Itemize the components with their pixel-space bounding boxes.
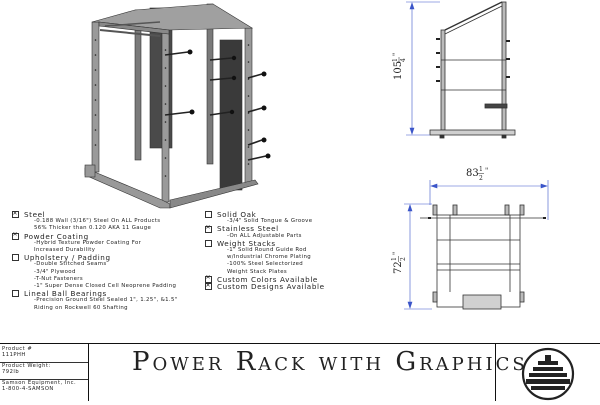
spec-line: -0.188 Wall (3/16") Steel On ALL Product…: [34, 218, 161, 225]
spec-line: Increased Durability: [34, 247, 96, 254]
title-block: Product # 111PHH Product Weight: 792lb S…: [0, 343, 600, 401]
spec-line: -100% Steel Selectorized: [227, 261, 304, 268]
spec-list-left: Steel -0.188 Wall (3/16") Steel On ALL P…: [12, 209, 202, 312]
graphics-panel-front: [219, 39, 243, 191]
product-weight-label: Product Weight:: [0, 362, 88, 369]
spec-heading: Steel: [12, 209, 202, 219]
spec-heading: Weight Stacks: [205, 240, 385, 247]
spec-heading: Solid Oak: [205, 211, 385, 218]
top-plan-view: [420, 204, 546, 310]
spec-line: -1" Super Dense Closed Cell Neoprene Pad…: [34, 283, 177, 290]
svg-text:4: 4: [400, 58, 407, 62]
width-dimension-label: 83 1 2 ": [466, 166, 488, 182]
svg-text:83: 83: [466, 168, 479, 179]
svg-text:105: 105: [393, 61, 404, 80]
svg-text:": ": [392, 53, 400, 56]
samson-logo-icon: [521, 347, 575, 401]
brand-logo: [495, 344, 600, 401]
spec-line: -1" Solid Round Guide Rod: [227, 247, 307, 254]
height-dimension-label: 105 1 4 ": [392, 53, 407, 80]
side-elevation-view: [429, 1, 516, 139]
spec-line: -On ALL Adjustable Parts: [227, 232, 302, 239]
depth-dimension: [404, 203, 432, 310]
svg-text:": ": [392, 252, 400, 255]
width-dimension: [429, 180, 549, 220]
svg-text:2: 2: [479, 175, 483, 182]
company-phone: 1-800-4-SAMSON: [2, 386, 54, 392]
spec-heading: Stainless Steel: [205, 224, 385, 233]
isometric-rack-view: [84, 3, 271, 209]
spec-line: Weight Stack Plates: [227, 268, 288, 275]
height-dimension: [406, 1, 440, 136]
product-number-value: 111PHH: [2, 352, 26, 358]
spec-line: w/Industrial Chrome Plating: [227, 254, 312, 261]
svg-text:1: 1: [392, 58, 399, 62]
checkbox-icon: [12, 254, 19, 262]
checkbox-icon: [205, 211, 212, 219]
checkbox-icon: [205, 239, 212, 247]
spec-line: -3/4" Solid Tongue & Groove: [227, 218, 313, 225]
svg-text:1: 1: [391, 257, 398, 261]
spec-line: -Precision Ground Steel Sealed 1", 1.25"…: [34, 297, 178, 304]
spec-heading: Lineal Ball Bearings: [12, 290, 202, 297]
checkbox-icon: [205, 224, 212, 233]
svg-text:": ": [485, 167, 488, 175]
spec-heading: Custom Designs Available: [205, 282, 385, 291]
product-weight-value: 792lb: [2, 369, 20, 375]
spec-heading: Upholstery / Padding: [12, 254, 202, 261]
spec-line: Riding on Rockwell 60 Shafting: [34, 304, 128, 311]
svg-text:72: 72: [393, 261, 404, 274]
svg-text:2: 2: [400, 257, 407, 261]
spec-line: -T-Nut Fasteners: [34, 275, 83, 282]
checkbox-icon: [12, 231, 19, 240]
company-name: Samson Equipment, Inc.: [0, 379, 88, 386]
checkbox-icon: [12, 209, 19, 219]
depth-dimension-label: 72 1 2 ": [391, 252, 407, 274]
product-number-label: Product #: [2, 346, 33, 352]
spec-line: -Hybrid Texture Powder Coating For: [34, 239, 142, 246]
spec-line: 56% Thicker than 0.120 AKA 11 Gauge: [34, 225, 152, 232]
spec-heading: Powder Coating: [12, 231, 202, 240]
spec-line: -3/4" Plywood: [34, 268, 76, 275]
drawing-title: Power Rack with Graphics: [132, 347, 528, 377]
checkbox-icon: [12, 290, 19, 298]
checkbox-icon: [205, 282, 212, 291]
title-block-info: Product # 111PHH Product Weight: 792lb S…: [0, 344, 89, 401]
spec-line: -Double Stitched Seams: [34, 261, 107, 268]
svg-text:1: 1: [479, 166, 483, 173]
spec-list-right: Solid Oak -3/4" Solid Tongue & Groove St…: [205, 211, 385, 290]
